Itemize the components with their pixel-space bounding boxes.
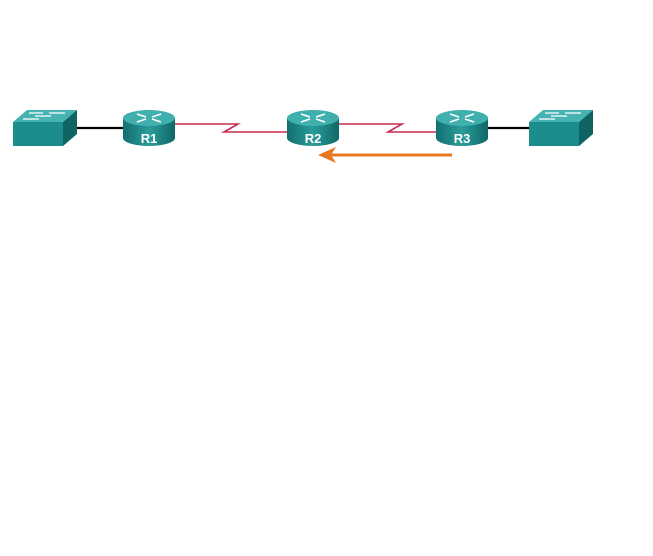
switch-right	[528, 109, 594, 147]
serial-link-r1-r2	[174, 123, 288, 133]
router-r1: R1	[122, 109, 176, 147]
serial-link-r2-r3	[338, 123, 437, 133]
switch-left	[12, 109, 78, 147]
direction-arrow	[318, 147, 452, 163]
router-r1-label: R1	[141, 131, 158, 146]
router-r2-label: R2	[305, 131, 322, 146]
router-r3-label: R3	[454, 131, 471, 146]
router-r3: R3	[435, 109, 489, 147]
router-r2: R2	[286, 109, 340, 147]
